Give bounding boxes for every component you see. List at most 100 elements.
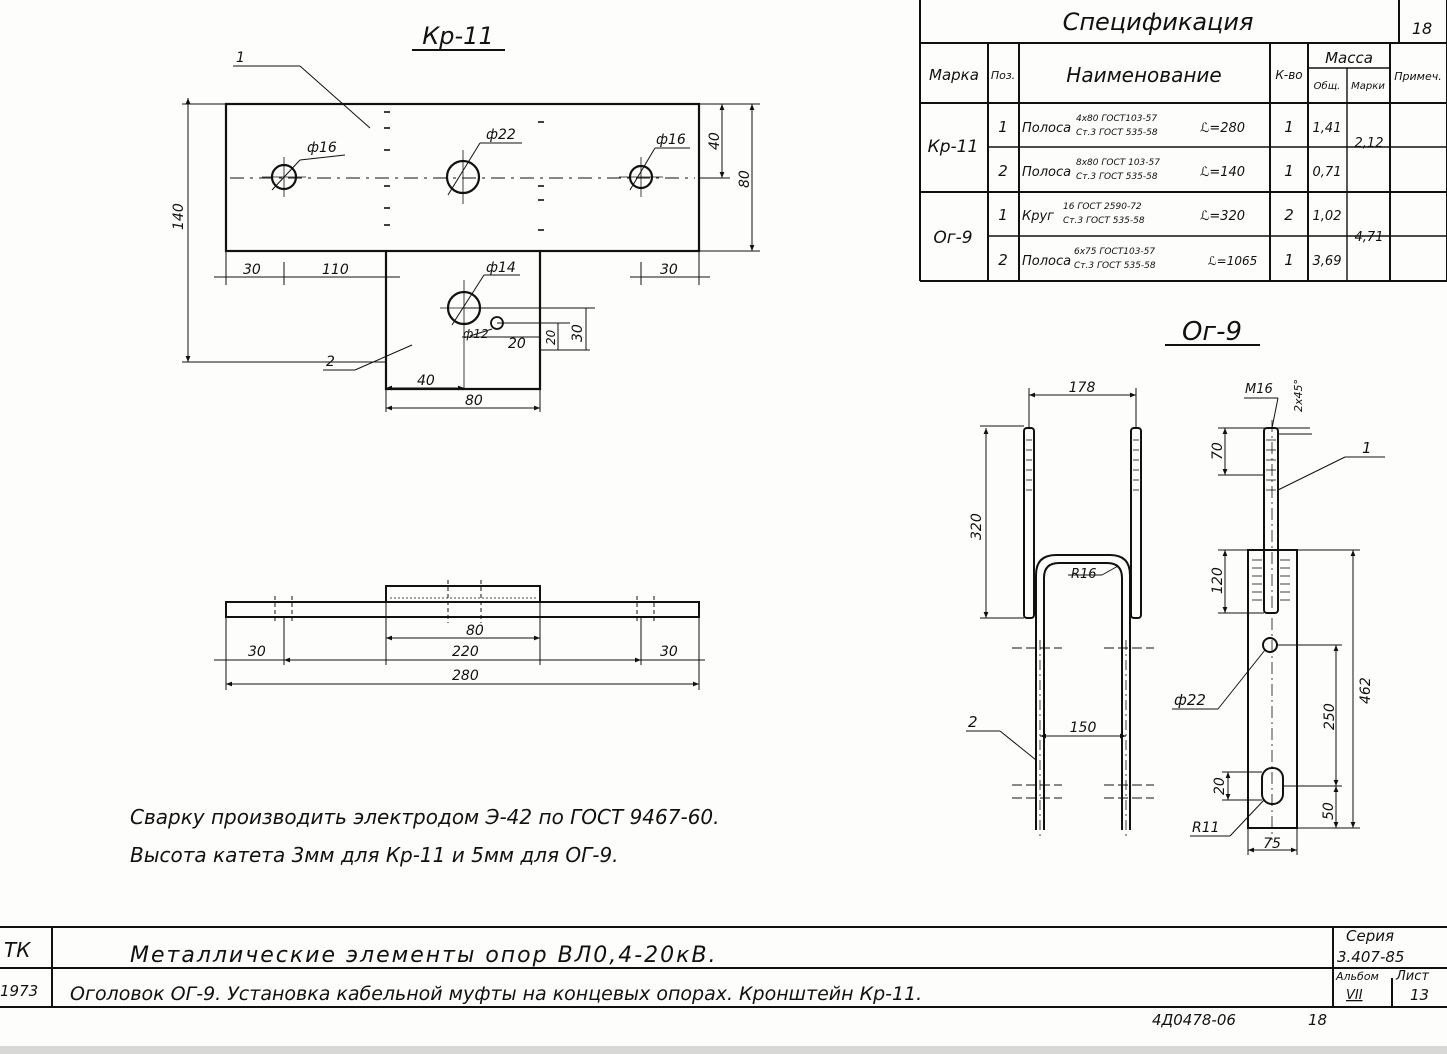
- kr11-dim-w30b: 30: [660, 262, 678, 278]
- title-block-frame: [0, 926, 1447, 1008]
- tb-title-sub: Оголовок ОГ-9. Установка кабельной муфты…: [70, 983, 922, 1005]
- spec-row3-qty: 2: [1284, 206, 1294, 224]
- kr11-dim-b20b: 20: [544, 329, 558, 345]
- kr11-dim-hole-center: ф22: [486, 127, 516, 143]
- og9-dim-462: 462: [1358, 677, 1374, 704]
- spec-row3-pos: 1: [998, 206, 1008, 224]
- og9-dim-phi22: ф22: [1174, 691, 1206, 709]
- spec-title: Спецификация: [1063, 8, 1254, 36]
- spec-row2-qty: 1: [1284, 162, 1294, 180]
- spec-row1-name-bottom: Ст.3 ГОСТ 535-58: [1076, 128, 1158, 138]
- kr11-side-d280: 280: [452, 668, 479, 684]
- spec-row3-marka: Ог-9: [933, 228, 972, 248]
- kr11-dim-h140: 140: [171, 203, 187, 230]
- spec-row2-name-top: 8х80 ГОСТ 103-57: [1076, 158, 1160, 168]
- kr11-dim-b30: 30: [570, 324, 586, 342]
- og9-leader-pos2: 2: [968, 713, 978, 731]
- spec-row1-name: Полоса: [1022, 121, 1071, 136]
- kr11-dim-hole-left: ф16: [307, 140, 337, 156]
- og9-dim-250: 250: [1322, 703, 1338, 730]
- og9-dim-m16: М16: [1245, 382, 1273, 397]
- og9-leader-pos1: 1: [1362, 439, 1372, 457]
- spec-header-qty: К-во: [1275, 68, 1302, 82]
- og9-title: Ог-9: [1182, 317, 1242, 347]
- spec-row4-name-top: 6х75 ГОСТ103-57: [1074, 247, 1155, 257]
- spec-row2-length: ℒ=140: [1200, 165, 1245, 180]
- spec-row3-length: ℒ=320: [1200, 209, 1245, 224]
- scan-edge: [0, 1046, 1447, 1054]
- spec-header-name: Наименование: [1066, 63, 1221, 87]
- spec-header-pos: Поз.: [991, 69, 1015, 82]
- og9-dim-150: 150: [1070, 720, 1097, 736]
- kr11-dim-hole-small: ф12: [463, 327, 489, 341]
- kr11-title: Кр-11: [422, 22, 493, 50]
- stamp-code: 4Д0478-06: [1152, 1011, 1236, 1029]
- spec-row1-name-top: 4х80 ГОСТ103-57: [1076, 114, 1157, 124]
- spec-sheet-num: 18: [1412, 19, 1432, 38]
- kr11-leader-pos1: 1: [236, 50, 245, 66]
- spec-row1-length: ℒ=280: [1200, 121, 1245, 136]
- spec-row3-name: Круг: [1022, 209, 1054, 224]
- spec-row2-mass: 0,71: [1313, 165, 1342, 180]
- spec-row2-pos: 2: [998, 162, 1008, 180]
- tb-album-value: VII: [1346, 988, 1363, 1003]
- spec-row1-mass: 1,41: [1313, 121, 1342, 136]
- og9-dim-r11: R11: [1192, 820, 1220, 836]
- og9-dim-70: 70: [1210, 442, 1226, 460]
- kr11-side-d80: 80: [466, 623, 484, 639]
- spec-row4-name-bottom: Ст.3 ГОСТ 535-58: [1074, 261, 1156, 271]
- kr11-side-d30b: 30: [660, 644, 678, 660]
- kr11-dim-hole-right: ф16: [656, 132, 686, 148]
- note-line2: Высота катета 3мм для Кр-11 и 5мм для ОГ…: [130, 843, 619, 867]
- kr11-side-d220: 220: [452, 644, 479, 660]
- spec-row1-marka: Кр-11: [928, 137, 979, 157]
- spec-header-marka: Марка: [929, 66, 979, 84]
- tb-code-left: ТК: [4, 938, 31, 962]
- spec-row3-name-bottom: Ст.3 ГОСТ 535-58: [1063, 216, 1145, 226]
- spec-row2-name-bottom: Ст.3 ГОСТ 535-58: [1076, 172, 1158, 182]
- spec-row3-mass-mark: 4,71: [1355, 230, 1384, 245]
- kr11-side-view: [214, 580, 705, 690]
- spec-row1-qty: 1: [1284, 118, 1294, 136]
- stamp-page: 18: [1308, 1011, 1327, 1029]
- og9-dim-chamfer: 2х45°: [1292, 379, 1305, 412]
- spec-header-note: Примеч.: [1394, 70, 1441, 83]
- spec-header-mass-mark: Марки: [1351, 81, 1385, 92]
- spec-row2-name: Полоса: [1022, 165, 1071, 180]
- og9-dim-r16: R16: [1071, 567, 1097, 582]
- kr11-leader-pos2: 2: [326, 354, 335, 370]
- spec-row4-qty: 1: [1284, 251, 1294, 269]
- kr11-dim-h80: 80: [737, 170, 753, 188]
- spec-row4-name: Полоса: [1022, 254, 1071, 269]
- spec-row1-mass-mark: 2,12: [1355, 136, 1384, 151]
- tb-album-label: Альбом: [1335, 970, 1379, 983]
- og9-dim-178: 178: [1069, 380, 1096, 396]
- og9-dim-50: 50: [1321, 802, 1337, 820]
- tb-series-value: 3.407-85: [1337, 948, 1404, 966]
- og9-side-view: [1172, 397, 1385, 855]
- og9-dim-320: 320: [969, 513, 985, 540]
- og9-dim-120: 120: [1210, 567, 1226, 594]
- spec-row3-name-top: 16 ГОСТ 2590-72: [1063, 202, 1142, 212]
- spec-header-mass: Масса: [1325, 49, 1373, 67]
- tb-title-main: Металлические элементы опор ВЛ0,4-20кВ.: [130, 943, 718, 968]
- kr11-dim-h40: 40: [707, 132, 723, 150]
- kr11-plan: [182, 49, 760, 412]
- tb-year-left: 1973: [0, 982, 38, 1000]
- spec-row4-pos: 2: [998, 251, 1008, 269]
- spec-header-mass-total: Общ.: [1314, 80, 1341, 92]
- tb-sheet-label: Лист: [1395, 969, 1429, 984]
- kr11-dim-w110: 110: [322, 262, 349, 278]
- spec-row3-mass: 1,02: [1313, 209, 1342, 224]
- og9-front-view: [966, 344, 1260, 840]
- kr11-dim-hole-bottom: ф14: [486, 260, 516, 276]
- og9-dim-20: 20: [1212, 777, 1228, 795]
- spec-row4-length: ℒ=1065: [1208, 254, 1257, 268]
- spec-table: [919, 0, 1447, 282]
- note-line1: Сварку производить электродом Э-42 по ГО…: [130, 805, 720, 829]
- kr11-dim-b80: 80: [465, 393, 483, 409]
- spec-row1-pos: 1: [998, 118, 1008, 136]
- spec-row4-mass: 3,69: [1313, 254, 1342, 269]
- og9-dim-75: 75: [1263, 836, 1281, 852]
